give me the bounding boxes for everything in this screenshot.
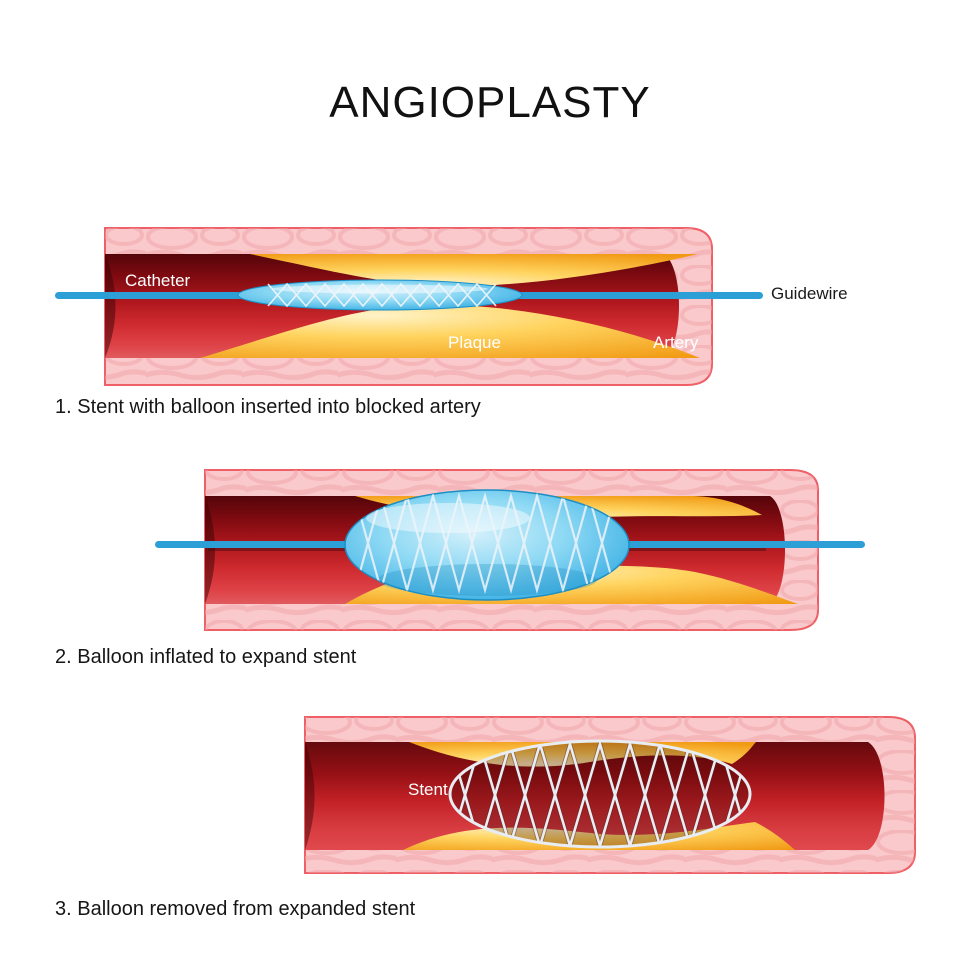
step-1-artery-illustration [55, 227, 763, 386]
lumen-left-shadow [305, 742, 315, 850]
label-plaque: Plaque [448, 333, 501, 352]
artery-step-3 [304, 716, 916, 874]
step-3-panel [300, 710, 940, 882]
step-2-artery-illustration [155, 469, 865, 631]
step-3-artery-illustration [304, 716, 916, 874]
caption-step-1: 1. Stent with balloon inserted into bloc… [55, 396, 481, 418]
step-2-panel [150, 460, 870, 635]
stent-mesh [353, 491, 617, 595]
label-catheter: Catheter [125, 271, 191, 290]
plaque-top [250, 254, 698, 287]
balloon-gloss [272, 284, 488, 294]
stent-interior [450, 741, 750, 847]
artery-step-1 [55, 227, 763, 386]
page-title: ANGIOPLASTY [329, 78, 651, 127]
artery-lumen [305, 742, 885, 850]
label-stent: Stent [408, 780, 448, 799]
step-1-panel [50, 225, 780, 390]
plaque-bottom [403, 822, 795, 850]
stent-outline [448, 739, 752, 849]
lumen-left-shadow [205, 496, 215, 604]
lumen-left-shadow [105, 254, 116, 358]
label-artery: Artery [653, 333, 699, 352]
plaque-bottom [200, 304, 700, 358]
caption-step-3: 3. Balloon removed from expanded stent [55, 898, 416, 920]
stent-mesh [267, 282, 497, 308]
label-guidewire: Guidewire [771, 284, 848, 303]
caption-step-2: 2. Balloon inflated to expand stent [55, 646, 357, 668]
artery-step-2 [155, 469, 865, 631]
